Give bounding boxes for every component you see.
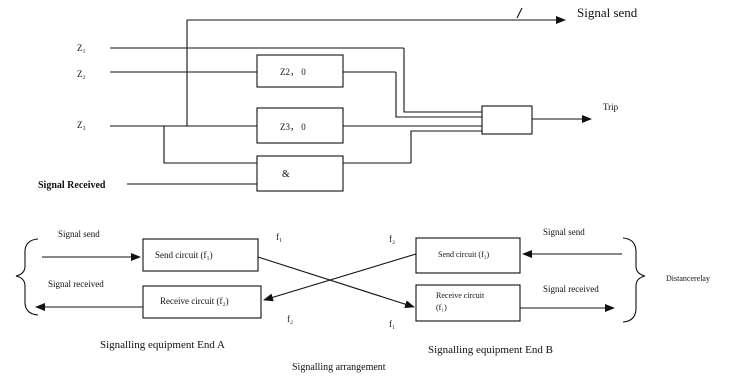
and-gate-label: &	[282, 169, 290, 180]
end-a-receive-circuit-label: Receive circuit (f₂)	[160, 296, 229, 306]
signal-send-slash	[516, 7, 523, 19]
z3-label: Z₃	[77, 120, 86, 130]
signal-send-label: Signal send	[577, 5, 638, 20]
freq-f1-bottom: f₁	[389, 319, 395, 329]
end-a-send-circuit-box	[142, 238, 259, 272]
z2-timer-label: Z2， 0	[280, 67, 306, 77]
z1-label: Z₁	[77, 43, 86, 53]
end-b-caption: Signalling equipment End B	[428, 344, 553, 356]
signal-received-label: Signal Received	[38, 180, 106, 191]
end-b-send-circuit-box	[415, 237, 521, 274]
z2-timer-box	[256, 54, 344, 88]
end-a-signal-received-label: Signal received	[48, 279, 104, 289]
trip-label: Trip	[603, 102, 619, 112]
z3-timer-label: Z3， 0	[280, 122, 306, 132]
and-to-or	[410, 130, 482, 163]
end-a-receive-circuit-box	[142, 285, 262, 319]
end-a-send-circuit-label: Send circuit (f₁)	[155, 250, 213, 260]
end-a-signal-send-label: Signal send	[58, 229, 100, 239]
end-b-send-circuit-label: Send circuit (f₂)	[438, 250, 490, 259]
freq-f1-top: f₁	[276, 232, 282, 242]
z3-to-and	[163, 126, 257, 164]
freq-f2-bottom: f₂	[287, 314, 293, 324]
freq-f2-top: f₂	[389, 234, 395, 244]
distance-relay-label: Distancerelay	[666, 274, 710, 283]
end-b-receive-circuit-box	[415, 284, 521, 322]
end-b-signal-received-label: Signal received	[543, 284, 599, 294]
and-gate-box	[256, 155, 344, 192]
end-a-brace	[15, 238, 39, 316]
end-b-receive-circuit-label-line1: Receive circuit	[436, 291, 485, 300]
z2-to-or	[395, 72, 482, 118]
z1-to-or	[403, 48, 482, 113]
logic-diagram: Signal send Z₁ Z₂ Z2， 0 Z₃ Z3， 0 Signal …	[38, 5, 638, 192]
end-b-receive-circuit-label-line2: (f₁)	[436, 303, 447, 312]
trip-or-box	[481, 105, 533, 135]
f1-channel-line	[257, 256, 415, 309]
end-b-brace	[622, 237, 646, 323]
end-a-caption: Signalling equipment End A	[100, 339, 225, 351]
end-b-signal-send-label: Signal send	[543, 227, 585, 237]
signalling-arrangement: Signal send Send circuit (f₁) Signal rec…	[15, 227, 710, 373]
z2-label: Z₂	[77, 69, 86, 79]
f2-channel-line	[263, 253, 417, 302]
signalling-arrangement-caption: Signalling arrangement	[292, 362, 386, 373]
